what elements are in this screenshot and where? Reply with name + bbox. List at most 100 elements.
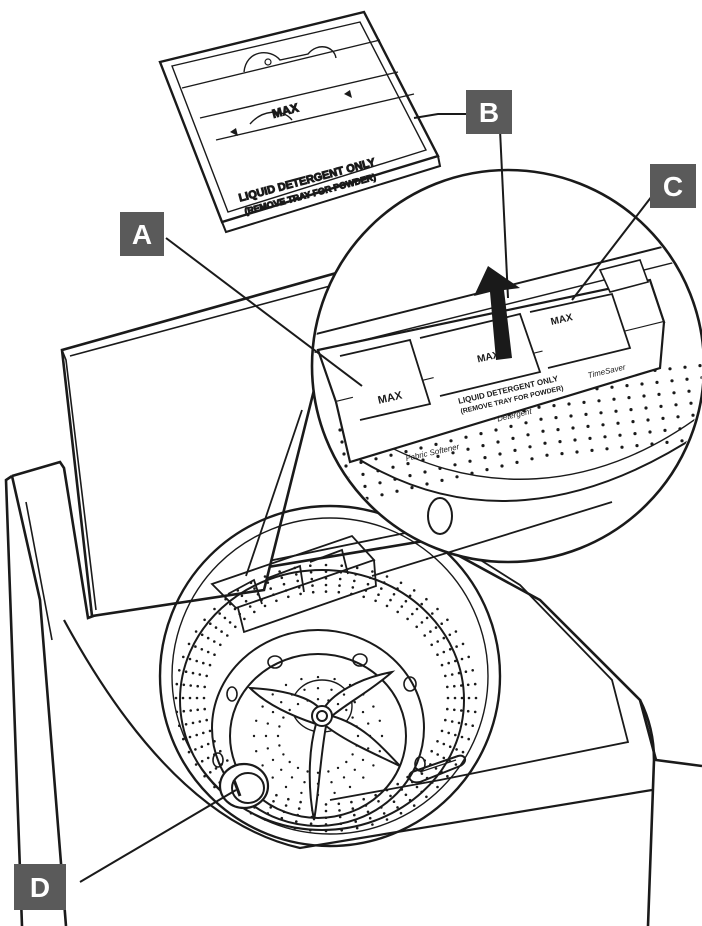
perforation-dot [366, 582, 370, 586]
perforation-dot [355, 725, 358, 728]
impeller-holes [252, 675, 384, 797]
perforation-dot [442, 756, 446, 760]
perforation-dot [368, 576, 372, 580]
perforation-dot [255, 719, 258, 722]
perforation-dot [457, 721, 461, 725]
perforation-dot [218, 612, 221, 615]
perforation-dot [700, 376, 702, 380]
perforation-dot [371, 823, 374, 826]
perforation-dot [340, 829, 344, 832]
perforation-dot [189, 709, 192, 712]
perforation-dot [300, 677, 303, 681]
perforation-dot [374, 457, 378, 461]
perforation-dot [366, 810, 370, 814]
perforation-dot [189, 684, 192, 687]
perforation-dot [453, 463, 457, 467]
perforation-dot [485, 468, 489, 472]
perforation-dot [345, 708, 348, 712]
perforation-dot [324, 823, 328, 826]
perforation-dot [296, 766, 300, 770]
perforation-dot [406, 617, 409, 621]
perforation-dot [287, 797, 290, 801]
perforation-dot [203, 774, 206, 778]
perforation-dot [603, 435, 607, 439]
perforation-dot [324, 563, 328, 567]
perforation-dot [646, 418, 650, 422]
perforation-dot [655, 380, 659, 384]
perforation-dot [382, 812, 386, 815]
perforation-dot [248, 605, 252, 608]
perforation-dot [436, 740, 439, 743]
zoom-connector-lines [245, 409, 613, 577]
perforation-dot [633, 432, 637, 436]
perforation-dot [195, 733, 198, 737]
perforation-dot [187, 750, 191, 754]
perforation-dot [350, 500, 354, 504]
perforation-dot [353, 813, 356, 817]
perforation-dot [296, 702, 300, 706]
perforation-dot [351, 586, 355, 589]
perforation-dot [511, 436, 515, 440]
perforation-dot [434, 767, 438, 770]
perforation-dot [509, 424, 513, 428]
perforation-dot [202, 731, 205, 735]
perforation-dot [266, 747, 269, 750]
perforation-dot [198, 720, 202, 723]
perforation-dot [698, 364, 702, 368]
perforation-dot [188, 696, 192, 700]
perforation-dot [280, 816, 284, 820]
perforation-dot [275, 599, 278, 603]
perforation-dot [293, 826, 297, 830]
perforation-dot [543, 441, 547, 445]
perforation-dot [330, 688, 333, 691]
perforation-dot [385, 818, 389, 821]
perforation-dot [194, 645, 197, 648]
perforation-dot [399, 811, 403, 815]
perforation-dot [362, 776, 365, 779]
perforation-dot [297, 807, 301, 810]
perforation-dot [226, 759, 229, 762]
perforation-dot [208, 663, 212, 667]
perforation-dot [661, 416, 665, 420]
perforation-dot [530, 457, 534, 461]
perforation-dot [206, 742, 210, 746]
perforation-dot [378, 481, 382, 485]
perforation-dot [395, 489, 399, 493]
perforation-dot [420, 790, 424, 794]
perforation-dot [380, 734, 384, 738]
perforation-dot [431, 781, 434, 784]
perforation-dot [295, 820, 298, 823]
perforation-dot [436, 753, 440, 756]
perforation-dot [382, 581, 386, 584]
perforation-dot [420, 602, 424, 606]
perforation-dot [406, 462, 410, 466]
perforation-dot [567, 402, 571, 406]
perforation-dot [440, 663, 444, 667]
perforation-dot [327, 770, 330, 773]
perforation-dot [378, 719, 381, 722]
perforation-dot [657, 392, 661, 396]
perforation-dot [200, 633, 204, 637]
perforation-dot [454, 733, 457, 737]
perforation-dot [481, 444, 485, 448]
perforation-dot [434, 442, 438, 446]
perforation-dot [460, 657, 464, 661]
perforation-dot [467, 696, 471, 700]
perforation-dot [471, 724, 475, 727]
perforation-dot [399, 581, 403, 585]
tray-max-label: MAX [271, 101, 300, 121]
perforation-dot [194, 748, 197, 751]
perforation-dot [446, 618, 449, 622]
perforation-dot [455, 475, 459, 479]
perforation-dot [408, 474, 412, 478]
perforation-dot [271, 710, 275, 714]
perforation-dot [442, 650, 446, 654]
perforation-dot [385, 788, 389, 792]
perforation-dot [448, 745, 452, 748]
perforation-dot [178, 724, 181, 727]
perforation-dot [266, 581, 270, 584]
perforation-dot [396, 806, 399, 809]
perforation-dot [450, 720, 454, 723]
perforation-dot [590, 448, 594, 452]
perforation-dot [450, 673, 454, 676]
